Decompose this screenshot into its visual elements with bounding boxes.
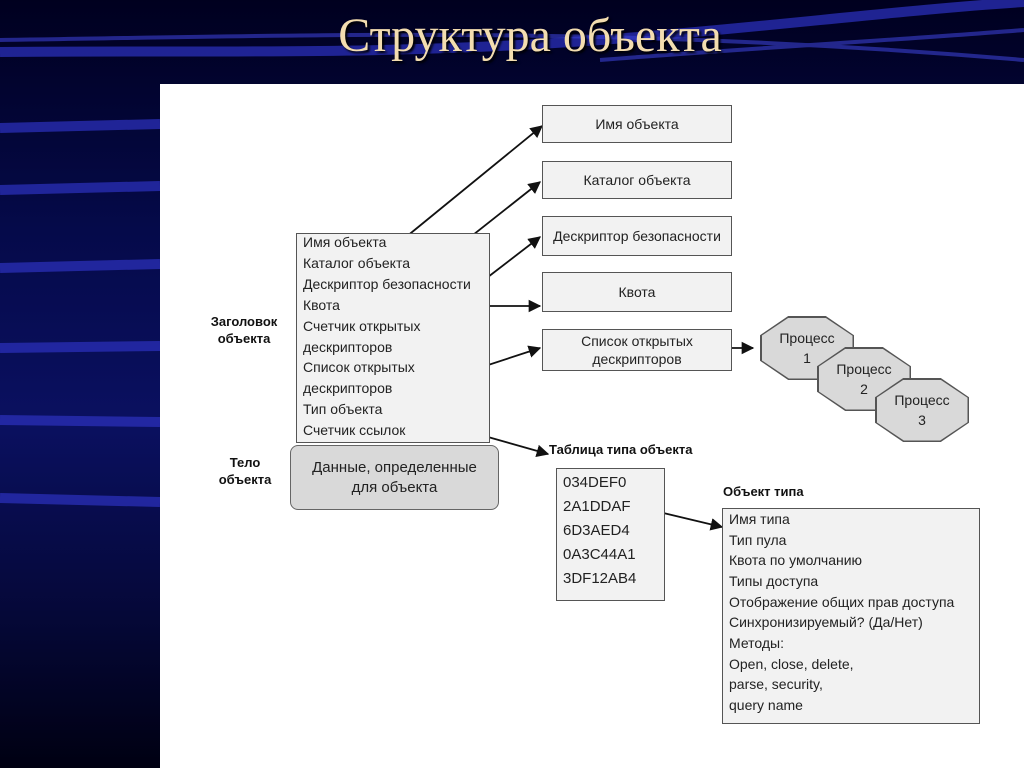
header-field-type: Тип объекта	[303, 401, 383, 417]
process-3-number: 3	[918, 412, 926, 428]
open-handles-box-line1: Список открытых	[581, 333, 693, 349]
header-field-quota: Квота	[303, 297, 340, 313]
process-2-node: Процесс 2	[817, 347, 911, 411]
type-object-field: Методы:	[729, 635, 784, 651]
header-field-catalog: Каталог объекта	[303, 255, 410, 271]
header-field-open-count-2: дескрипторов	[303, 339, 393, 355]
process-3-node: Процесс 3	[875, 378, 969, 442]
header-field-name: Имя объекта	[303, 234, 387, 250]
quota-box-label: Квота	[618, 284, 656, 300]
type-object-field: Синхронизируемый? (Да/Нет)	[729, 614, 923, 630]
type-table-entry: 6D3AED4	[563, 522, 630, 539]
process-1-number: 1	[803, 350, 811, 366]
header-field-open-list-1: Список открытых	[303, 359, 415, 375]
security-descriptor-box: Дескриптор безопасности	[542, 216, 732, 256]
header-field-open-list-2: дескрипторов	[303, 380, 393, 396]
diagram-panel: Имя объекта Каталог объекта Дескриптор б…	[160, 84, 1024, 768]
type-table-entry: 0A3C44A1	[563, 546, 636, 563]
header-field-ref-count: Счетчик ссылок	[303, 422, 406, 438]
header-label: Заголовок объекта	[210, 314, 278, 346]
process-3-label: Процесс	[894, 392, 950, 408]
object-header-box: Имя объекта Каталог объекта Дескриптор б…	[296, 233, 490, 443]
body-label: Тело объекта	[218, 455, 272, 487]
quota-box: Квота	[542, 272, 732, 312]
type-table-entry: 2A1DDAF	[563, 498, 631, 515]
type-object-box: Имя типа Тип пула Квота по умолчанию Тип…	[722, 508, 980, 724]
process-2-label: Процесс	[836, 361, 892, 377]
header-field-open-count-1: Счетчик открытых	[303, 318, 421, 334]
security-descriptor-box-label: Дескриптор безопасности	[553, 228, 721, 244]
type-object-field: Open, close, delete,	[729, 656, 854, 672]
object-body-box: Данные, определенные для объекта	[290, 445, 499, 510]
object-name-box-label: Имя объекта	[595, 116, 679, 132]
type-object-field: query name	[729, 697, 803, 713]
header-field-descriptor: Дескриптор безопасности	[303, 276, 471, 292]
process-1-label: Процесс	[779, 330, 835, 346]
type-object-field: parse, security,	[729, 676, 823, 692]
type-object-field: Типы доступа	[729, 573, 819, 589]
object-name-box: Имя объекта	[542, 105, 732, 143]
type-object-field: Квота по умолчанию	[729, 552, 863, 568]
object-body-line2: для объекта	[351, 478, 438, 496]
type-object-label: Объект типа	[723, 484, 804, 499]
object-catalog-box-label: Каталог объекта	[583, 172, 691, 188]
type-table-entry: 3DF12AB4	[563, 570, 637, 587]
open-handles-box: Список открытых дескрипторов	[542, 329, 732, 371]
process-2-number: 2	[860, 381, 868, 397]
type-object-field: Отображение общих прав доступа	[729, 594, 955, 610]
type-table-entry: 034DEF0	[563, 474, 627, 491]
object-body-line1: Данные, определенные	[312, 458, 477, 476]
type-object-field: Тип пула	[729, 532, 787, 548]
type-object-field: Имя типа	[729, 511, 790, 527]
type-table-box: 034DEF0 2A1DDAF 6D3AED4 0A3C44A1 3DF12AB…	[556, 468, 665, 601]
slide-title: Структура объекта	[338, 9, 722, 62]
type-table-label: Таблица типа объекта	[549, 442, 693, 457]
object-catalog-box: Каталог объекта	[542, 161, 732, 199]
open-handles-box-line2: дескрипторов	[592, 351, 682, 367]
